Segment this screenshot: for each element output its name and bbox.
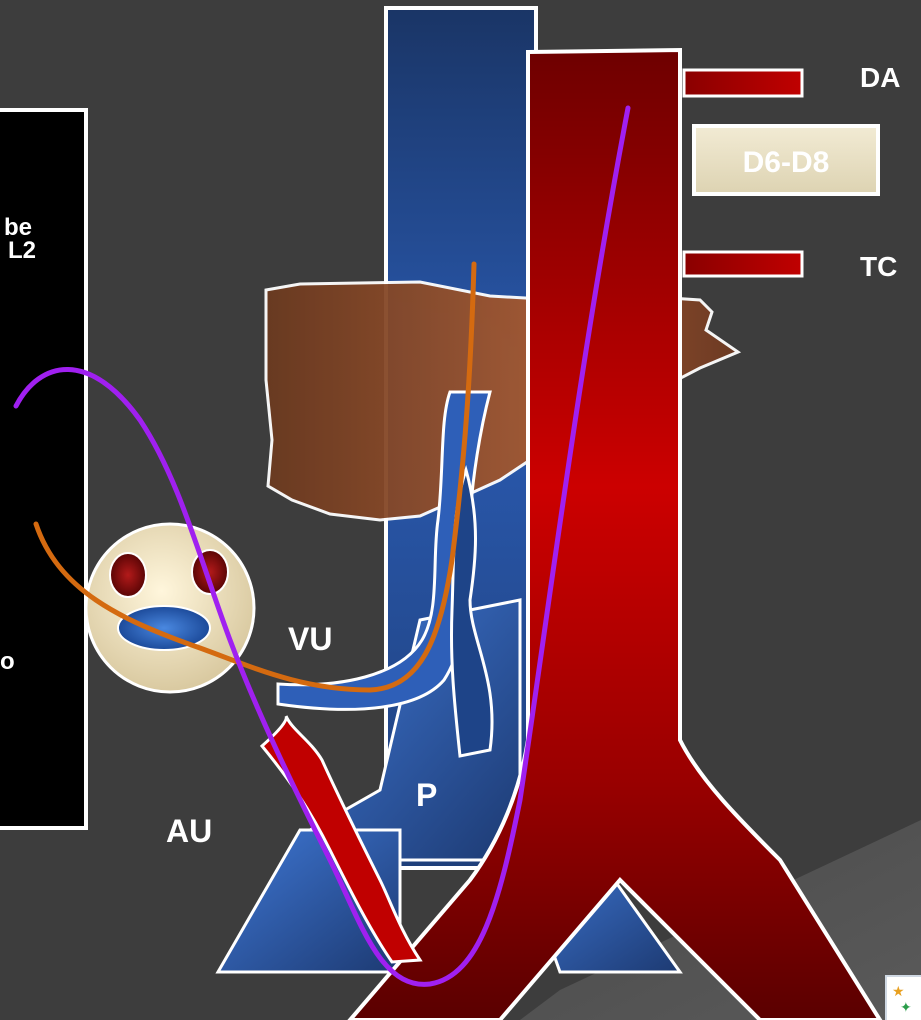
- left-panel-line-3: o: [0, 648, 15, 675]
- tc-bar: [684, 252, 802, 276]
- svg-text:✦: ✦: [900, 999, 912, 1015]
- logo-icon: ★ ✦: [886, 976, 921, 1020]
- da-bar: [684, 70, 802, 96]
- p-label: P: [416, 777, 437, 813]
- vu-label: VU: [288, 621, 332, 657]
- vertebra-range-label: D6-D8: [743, 146, 830, 179]
- tc-label: TC: [860, 251, 897, 282]
- au-label: AU: [166, 813, 212, 849]
- svg-text:★: ★: [892, 983, 905, 999]
- da-label: DA: [860, 62, 900, 93]
- left-panel-line-2: L2: [8, 237, 36, 264]
